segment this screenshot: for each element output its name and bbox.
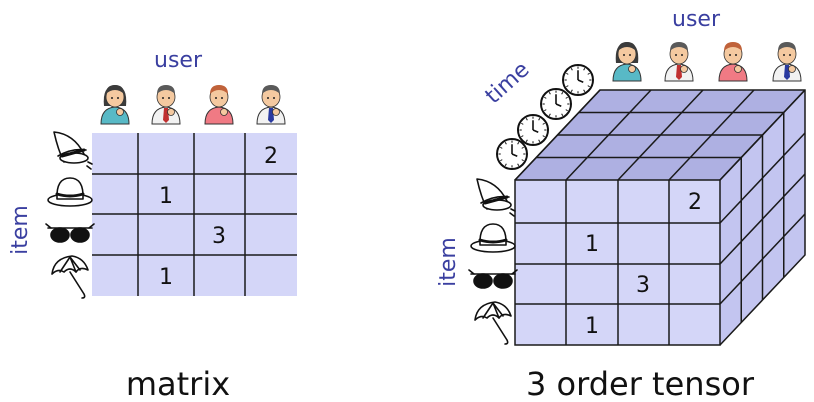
matrix-cell-value: 3 [212,224,226,249]
tensor-cell-value: 1 [585,232,599,257]
sunglasses-icon [45,223,95,243]
fedora-hat-icon [470,223,516,253]
fedora-hat-icon [47,177,93,207]
witch-hat-icon [476,178,516,217]
user-female-1-icon [100,85,130,125]
tensor-cell-value: 2 [688,190,702,215]
matrix-gridlines [92,133,297,296]
tensor-caption: 3 order tensor [526,365,755,402]
tensor-time-icons [496,64,594,170]
sunglasses-icon [468,269,518,289]
clock-icon [496,138,528,170]
matrix-user-label: user [154,48,203,73]
tensor-values: 2 1 3 1 [585,190,702,339]
matrix-values: 2 1 3 1 [159,144,278,290]
tensor-user-label: user [672,7,721,32]
matrix-cell-value: 1 [159,184,173,209]
matrix-user-icons [100,85,286,125]
matrix-caption: matrix [126,365,230,402]
user-male-1-icon [664,42,694,82]
tensor-item-icons [468,178,518,345]
tensor-item-label: item [436,237,461,287]
tensor-gridlines [514,89,806,346]
tensor-front-outline [514,179,721,346]
matrix-cell-value: 2 [264,144,278,169]
user-male-2-icon [772,42,802,82]
matrix-item-label: item [8,205,33,255]
tensor-edge [719,89,806,181]
user-female-2-icon [204,85,234,125]
tensor-time-label: time [481,57,535,109]
matrix-item-icons [45,131,95,299]
clock-icon [517,114,549,146]
tensor-diagram: user time item 2 1 3 1 3 order tensor [436,7,806,402]
clock-icon [540,88,572,120]
umbrella-icon [474,301,512,345]
tensor-user-icons [612,42,802,82]
user-female-2-icon [718,42,748,82]
tensor-cell-value: 3 [636,273,650,298]
tensor-cell-value: 1 [585,314,599,339]
witch-hat-icon [53,131,93,170]
matrix-diagram: user item 2 1 3 1 matrix [8,48,297,402]
matrix-cell-value: 1 [159,265,173,290]
user-male-2-icon [256,85,286,125]
user-male-1-icon [151,85,181,125]
umbrella-icon [51,255,89,299]
user-female-1-icon [612,42,642,82]
clock-icon [562,64,594,96]
